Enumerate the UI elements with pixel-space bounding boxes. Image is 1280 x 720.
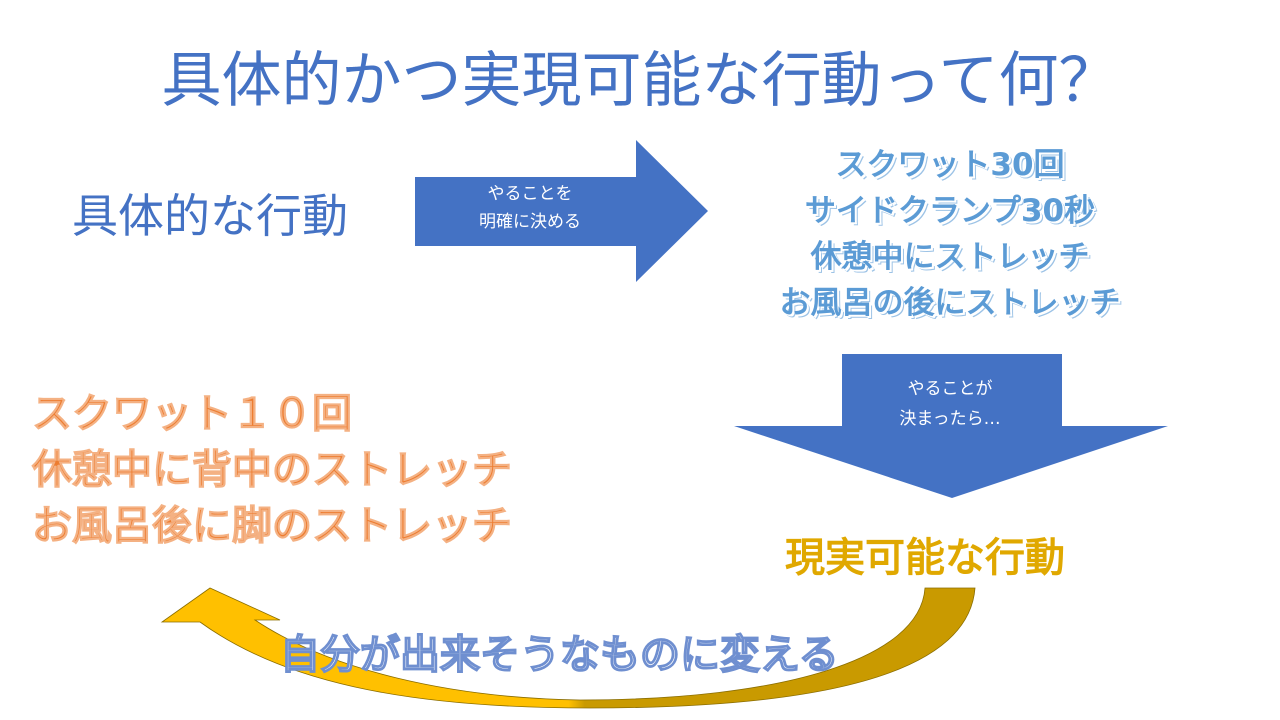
list-item: 休憩中に背中のストレッチ [32,447,513,494]
slide-title: 具体的かつ実現可能な行動って何？ [161,46,1119,116]
down-arrow-text: やることが 決まったら… [840,374,1060,434]
list-item: スクワット１０回 [32,391,353,438]
right-arrow-shape [415,140,708,282]
list-item: お風呂の後にストレッチ [779,285,1121,321]
arrow-text-line: やることが [907,379,993,399]
list-item: お風呂後に脚のストレッチ [32,503,513,550]
realistic-action-label: 現実可能な行動 [785,535,1065,581]
arrow-text-line: 明確に決める [479,212,581,232]
arrow-text-line: 決まったら… [899,409,1001,429]
curved-arrow-shape [160,587,976,709]
down-arrow-shape [734,354,1168,498]
realistic-action-list: スクワット１０回 休憩中に背中のストレッチ お風呂後に脚のストレッチ [32,386,513,554]
list-item: 休憩中にストレッチ [810,239,1090,275]
concrete-action-list: スクワット30回 サイドクランプ30秒 休憩中にストレッチ お風呂の後にストレッ… [740,142,1160,326]
list-item: スクワット30回 [835,147,1065,183]
right-arrow-text: やることを 明確に決める [430,180,630,236]
curved-arrow-label: 自分が出来そうなものに変える [279,631,839,679]
arrow-text-line: やることを [487,184,573,204]
list-item: サイドクランプ30秒 [804,193,1096,229]
concrete-action-label: 具体的な行動 [72,189,348,243]
